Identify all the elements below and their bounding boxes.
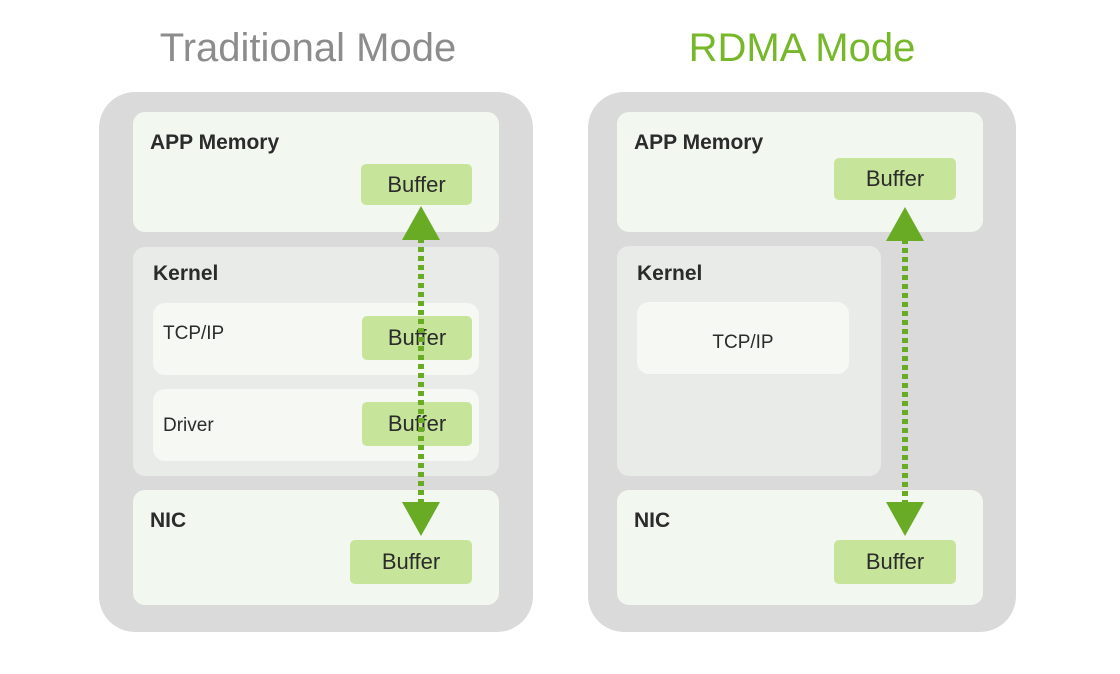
traditional-nic-label: NIC	[150, 509, 187, 532]
traditional-kernel-label: Kernel	[153, 262, 219, 285]
rdma-nic-label: NIC	[634, 509, 671, 532]
traditional-mode-title: Traditional Mode	[159, 26, 457, 70]
rdma-app-buffer: Buffer	[834, 158, 956, 200]
rdma-data-path-arrow	[886, 207, 924, 536]
traditional-data-path-arrow	[402, 206, 440, 536]
traditional-nic-buffer: Buffer	[350, 540, 472, 584]
traditional-driver-buffer: Buffer	[362, 402, 472, 446]
rdma-app-memory-label: APP Memory	[634, 131, 764, 154]
traditional-arrow-head-up	[402, 206, 440, 240]
traditional-arrow-head-down	[402, 502, 440, 536]
rdma-arrow-head-up	[886, 207, 924, 241]
rdma-tcpip-box	[637, 302, 849, 374]
rdma-nic-buffer: Buffer	[834, 540, 956, 584]
traditional-app-memory-label: APP Memory	[150, 131, 280, 154]
rdma-kernel-label: Kernel	[637, 262, 703, 285]
traditional-tcpip-label: TCP/IP	[163, 323, 225, 344]
rdma-arrow-head-down	[886, 502, 924, 536]
rdma-mode-title: RDMA Mode	[688, 26, 916, 70]
traditional-app-buffer: Buffer	[361, 164, 472, 205]
rdma-tcpip-label: TCP/IP	[712, 332, 774, 353]
traditional-driver-label: Driver	[163, 415, 214, 436]
traditional-tcpip-buffer: Buffer	[362, 316, 472, 360]
